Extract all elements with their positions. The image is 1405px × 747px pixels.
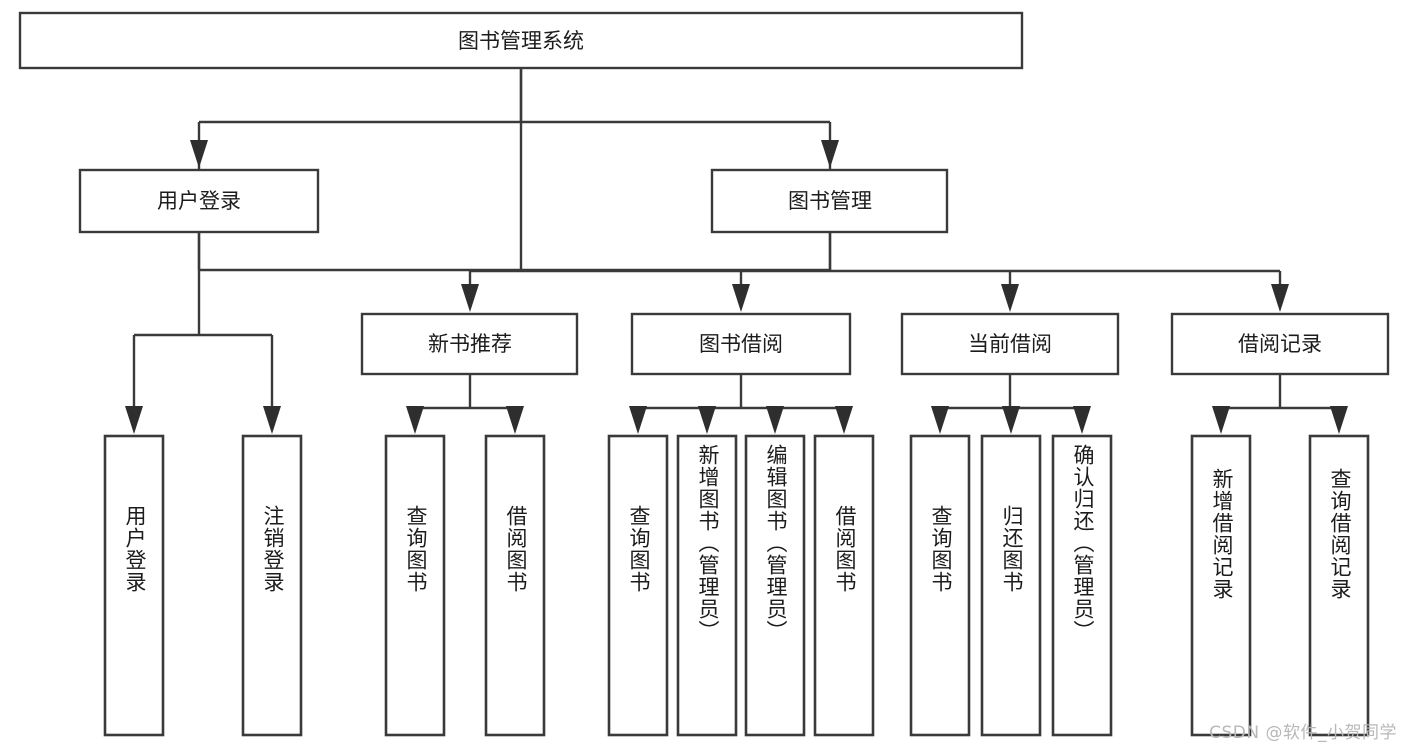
connector-borrow-record-children <box>1212 374 1348 434</box>
connector-root-children <box>190 68 839 168</box>
leaf-box-user-login-1[interactable] <box>241 434 303 737</box>
node-root-box[interactable] <box>18 11 1024 70</box>
arrow-root-to-user-login <box>190 140 208 168</box>
arrow-user-login-leaf-1 <box>263 406 281 434</box>
node-new-book-recommend[interactable]: 新书推荐 <box>360 312 579 376</box>
node-borrow-record-label: 借阅记录 <box>1238 332 1322 356</box>
arrow-root-to-book-management <box>821 140 839 168</box>
arrow-nbr-leaf-0 <box>406 406 424 434</box>
leaf-group-new-book-recommend <box>384 434 546 737</box>
node-current-borrow[interactable]: 当前借阅 <box>900 312 1120 376</box>
arrow-br-leaf-1 <box>1330 406 1348 434</box>
leaf-box-user-login-0[interactable] <box>103 434 165 737</box>
arrow-bm-to-current-borrow <box>1001 284 1019 312</box>
leaf-box-new-book-0[interactable] <box>384 434 446 737</box>
arrow-bb-leaf-3 <box>835 406 853 434</box>
arrow-cb-leaf-2 <box>1073 406 1091 434</box>
arrow-nbr-leaf-1 <box>506 406 524 434</box>
node-book-borrow[interactable]: 图书借阅 <box>630 312 852 376</box>
node-book-borrow-label: 图书借阅 <box>699 332 783 356</box>
node-book-borrow-box[interactable] <box>630 312 852 376</box>
node-current-borrow-box[interactable] <box>900 312 1120 376</box>
arrow-bb-leaf-1 <box>698 406 716 434</box>
node-borrow-record-box[interactable] <box>1170 312 1390 376</box>
arrow-bm-to-new-book-recommend <box>461 284 479 312</box>
connector-book-management-children <box>461 232 1289 312</box>
leaf-group-book-borrow <box>607 434 875 737</box>
connector-new-book-recommend-children <box>406 374 524 434</box>
leaf-box-current-borrow-1[interactable] <box>980 434 1042 737</box>
leaf-box-book-borrow-0[interactable] <box>607 434 669 737</box>
node-book-management-label: 图书管理 <box>788 189 872 213</box>
arrow-user-login-leaf-0 <box>125 406 143 434</box>
leaf-group-borrow-record <box>1190 434 1370 737</box>
connector-current-borrow-children <box>931 374 1091 434</box>
arrow-bm-to-book-borrow <box>732 284 750 312</box>
node-borrow-record[interactable]: 借阅记录 <box>1170 312 1390 376</box>
leaf-group-user-login <box>103 434 303 737</box>
leaf-box-current-borrow-2[interactable] <box>1051 434 1113 737</box>
arrow-cb-leaf-0 <box>931 406 949 434</box>
arrow-bm-to-borrow-record <box>1271 284 1289 312</box>
node-current-borrow-label: 当前借阅 <box>968 332 1052 356</box>
connector-book-borrow-children <box>629 374 853 434</box>
node-root[interactable]: 图书管理系统 <box>18 11 1024 70</box>
node-book-management-box[interactable] <box>710 168 949 234</box>
leaf-box-new-book-1[interactable] <box>484 434 546 737</box>
node-user-login-label: 用户登录 <box>157 189 241 213</box>
leaf-box-book-borrow-1[interactable] <box>676 434 738 737</box>
arrow-bb-leaf-0 <box>629 406 647 434</box>
arrow-cb-leaf-1 <box>1002 406 1020 434</box>
leaf-box-book-borrow-3[interactable] <box>813 434 875 737</box>
connector-user-login-children <box>125 232 281 434</box>
node-root-label: 图书管理系统 <box>458 29 584 53</box>
leaf-box-current-borrow-0[interactable] <box>909 434 971 737</box>
leaf-group-current-borrow <box>909 434 1113 737</box>
arrow-bb-leaf-2 <box>766 406 784 434</box>
arrow-br-leaf-0 <box>1212 406 1230 434</box>
node-user-login[interactable]: 用户登录 <box>78 168 320 234</box>
leaf-box-borrow-record-1[interactable] <box>1308 434 1370 737</box>
leaf-box-book-borrow-2[interactable] <box>744 434 806 737</box>
node-new-book-recommend-label: 新书推荐 <box>428 332 512 356</box>
node-book-management[interactable]: 图书管理 <box>710 168 949 234</box>
node-new-book-recommend-box[interactable] <box>360 312 579 376</box>
leaf-box-borrow-record-0[interactable] <box>1190 434 1252 737</box>
